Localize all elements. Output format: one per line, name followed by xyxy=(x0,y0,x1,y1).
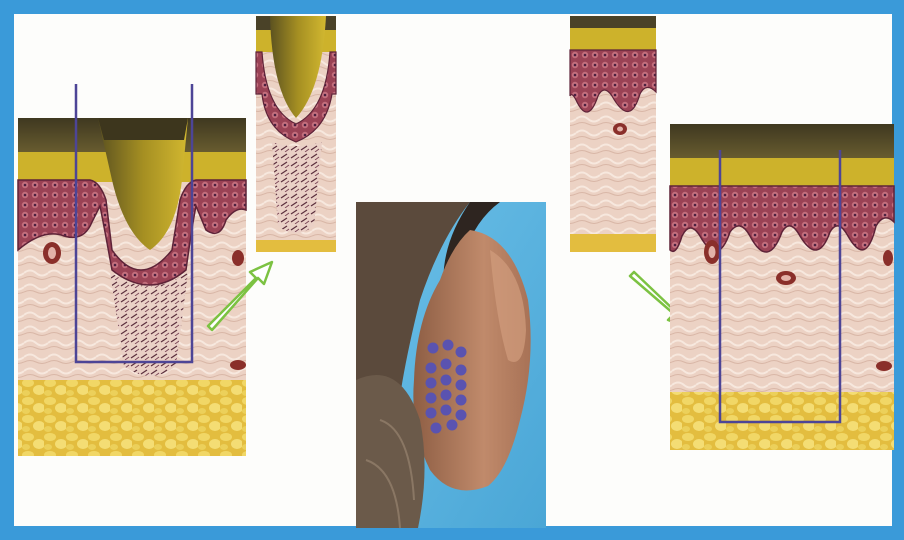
treatment-dot xyxy=(426,378,437,389)
treatment-dot xyxy=(447,420,458,431)
treatment-dot xyxy=(426,408,437,419)
skin-section-treated-detail xyxy=(570,16,656,252)
treatment-dot xyxy=(456,380,467,391)
treatment-dot xyxy=(441,359,452,370)
skin-section-treated-large xyxy=(670,124,894,450)
treatment-dot xyxy=(456,365,467,376)
treatment-dot xyxy=(428,343,439,354)
treatment-dot xyxy=(441,375,452,386)
treatment-dot xyxy=(443,340,454,351)
treatment-dot xyxy=(456,395,467,406)
patient-photo xyxy=(356,202,546,528)
treatment-dot xyxy=(426,363,437,374)
treatment-dot xyxy=(431,423,442,434)
treatment-dot xyxy=(426,393,437,404)
treatment-dot xyxy=(441,405,452,416)
skin-section-scar-detail xyxy=(256,16,336,252)
treatment-dot xyxy=(441,390,452,401)
treatment-dot xyxy=(456,347,467,358)
skin-section-scar-large xyxy=(18,84,246,456)
treatment-dot xyxy=(456,410,467,421)
